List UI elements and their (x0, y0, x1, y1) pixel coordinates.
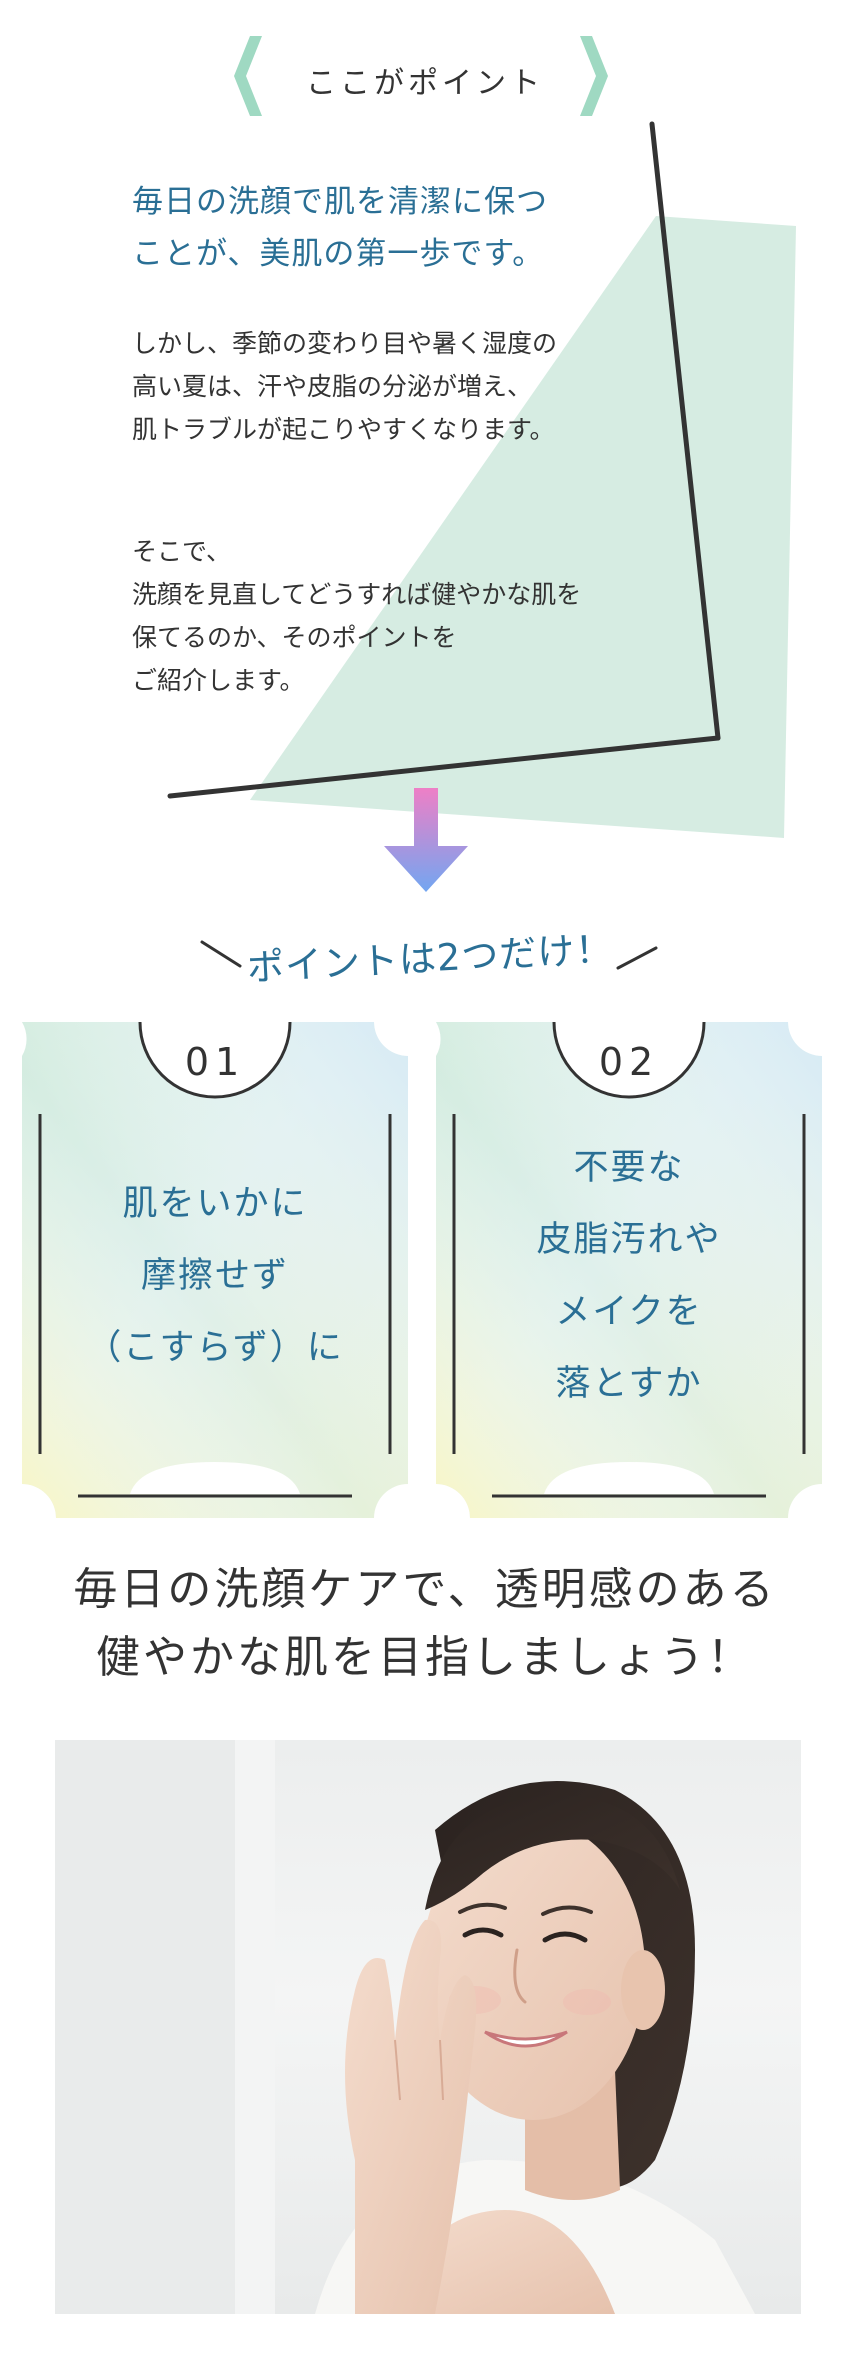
section-header: ここがポイント (0, 0, 850, 160)
left-bracket-icon (234, 36, 262, 116)
point-text-line: 肌をいかに (122, 1184, 308, 1224)
paragraph-line: 肌トラブルが起こりやすくなります。 (132, 415, 555, 444)
point-card-frame (436, 1022, 822, 1518)
intro-lead-line: ことが、美肌の第一歩です。 (132, 236, 545, 272)
paragraph-line: 洗顔を見直してどうすれば健やかな肌を (132, 580, 582, 609)
point-text-line: メイクを (555, 1292, 703, 1332)
decorative-slashes (200, 940, 658, 970)
point-text: 肌をいかに 摩擦せず （こすらず）に (62, 1168, 368, 1384)
point-text-line: 皮脂汚れや (536, 1220, 722, 1260)
intro-lead: 毎日の洗顔で肌を清潔に保つ ことが、美肌の第一歩です。 (132, 176, 672, 280)
point-card-01: 01 肌をいかに 摩擦せず （こすらず）に (22, 1022, 408, 1518)
intro-paragraph-1: しかし、季節の変わり目や暑く湿度の 高い夏は、汗や皮脂の分泌が増え、 肌トラブル… (132, 322, 672, 451)
point-number: 01 (184, 1040, 246, 1084)
point-number: 02 (598, 1040, 660, 1084)
right-bracket-icon (580, 36, 608, 116)
point-text-line: 摩擦せず (140, 1256, 289, 1296)
woman-smiling-photo (55, 1740, 801, 2314)
intro-lead-line: 毎日の洗顔で肌を清潔に保つ (132, 184, 548, 220)
points-headline-row: ポイントは2つだけ！ (190, 918, 670, 990)
intro-card-frame (167, 121, 796, 838)
closing-line: 健やかな肌を目指しましょう！ (96, 1632, 754, 1683)
photo-illustration (55, 1740, 755, 2314)
paragraph-line: そこで、 (132, 537, 232, 566)
point-card-02: 02 不要な 皮脂汚れや メイクを 落とすか (436, 1022, 822, 1518)
point-text-line: 不要な (573, 1148, 685, 1188)
point-text-line: （こすらず）に (86, 1328, 344, 1368)
paragraph-line: 保てるのか、そのポイントを (132, 623, 457, 652)
point-text: 不要な 皮脂汚れや メイクを 落とすか (476, 1132, 782, 1420)
section-title: ここがポイント (306, 66, 544, 101)
paragraph-line: しかし、季節の変わり目や暑く湿度の (132, 329, 558, 358)
intro-paragraph-2: そこで、 洗顔を見直してどうすれば健やかな肌を 保てるのか、そのポイントを ご紹… (132, 530, 692, 702)
point-card-frame (22, 1022, 408, 1518)
paragraph-line: ご紹介します。 (132, 666, 305, 695)
paragraph-line: 高い夏は、汗や皮脂の分泌が増え、 (132, 372, 533, 401)
closing-message: 毎日の洗顔ケアで、透明感のある 健やかな肌を目指しましょう！ (0, 1556, 850, 1692)
down-arrow-icon (384, 788, 468, 892)
point-text-line: 落とすか (555, 1364, 703, 1404)
closing-line: 毎日の洗顔ケアで、透明感のある (73, 1564, 777, 1615)
